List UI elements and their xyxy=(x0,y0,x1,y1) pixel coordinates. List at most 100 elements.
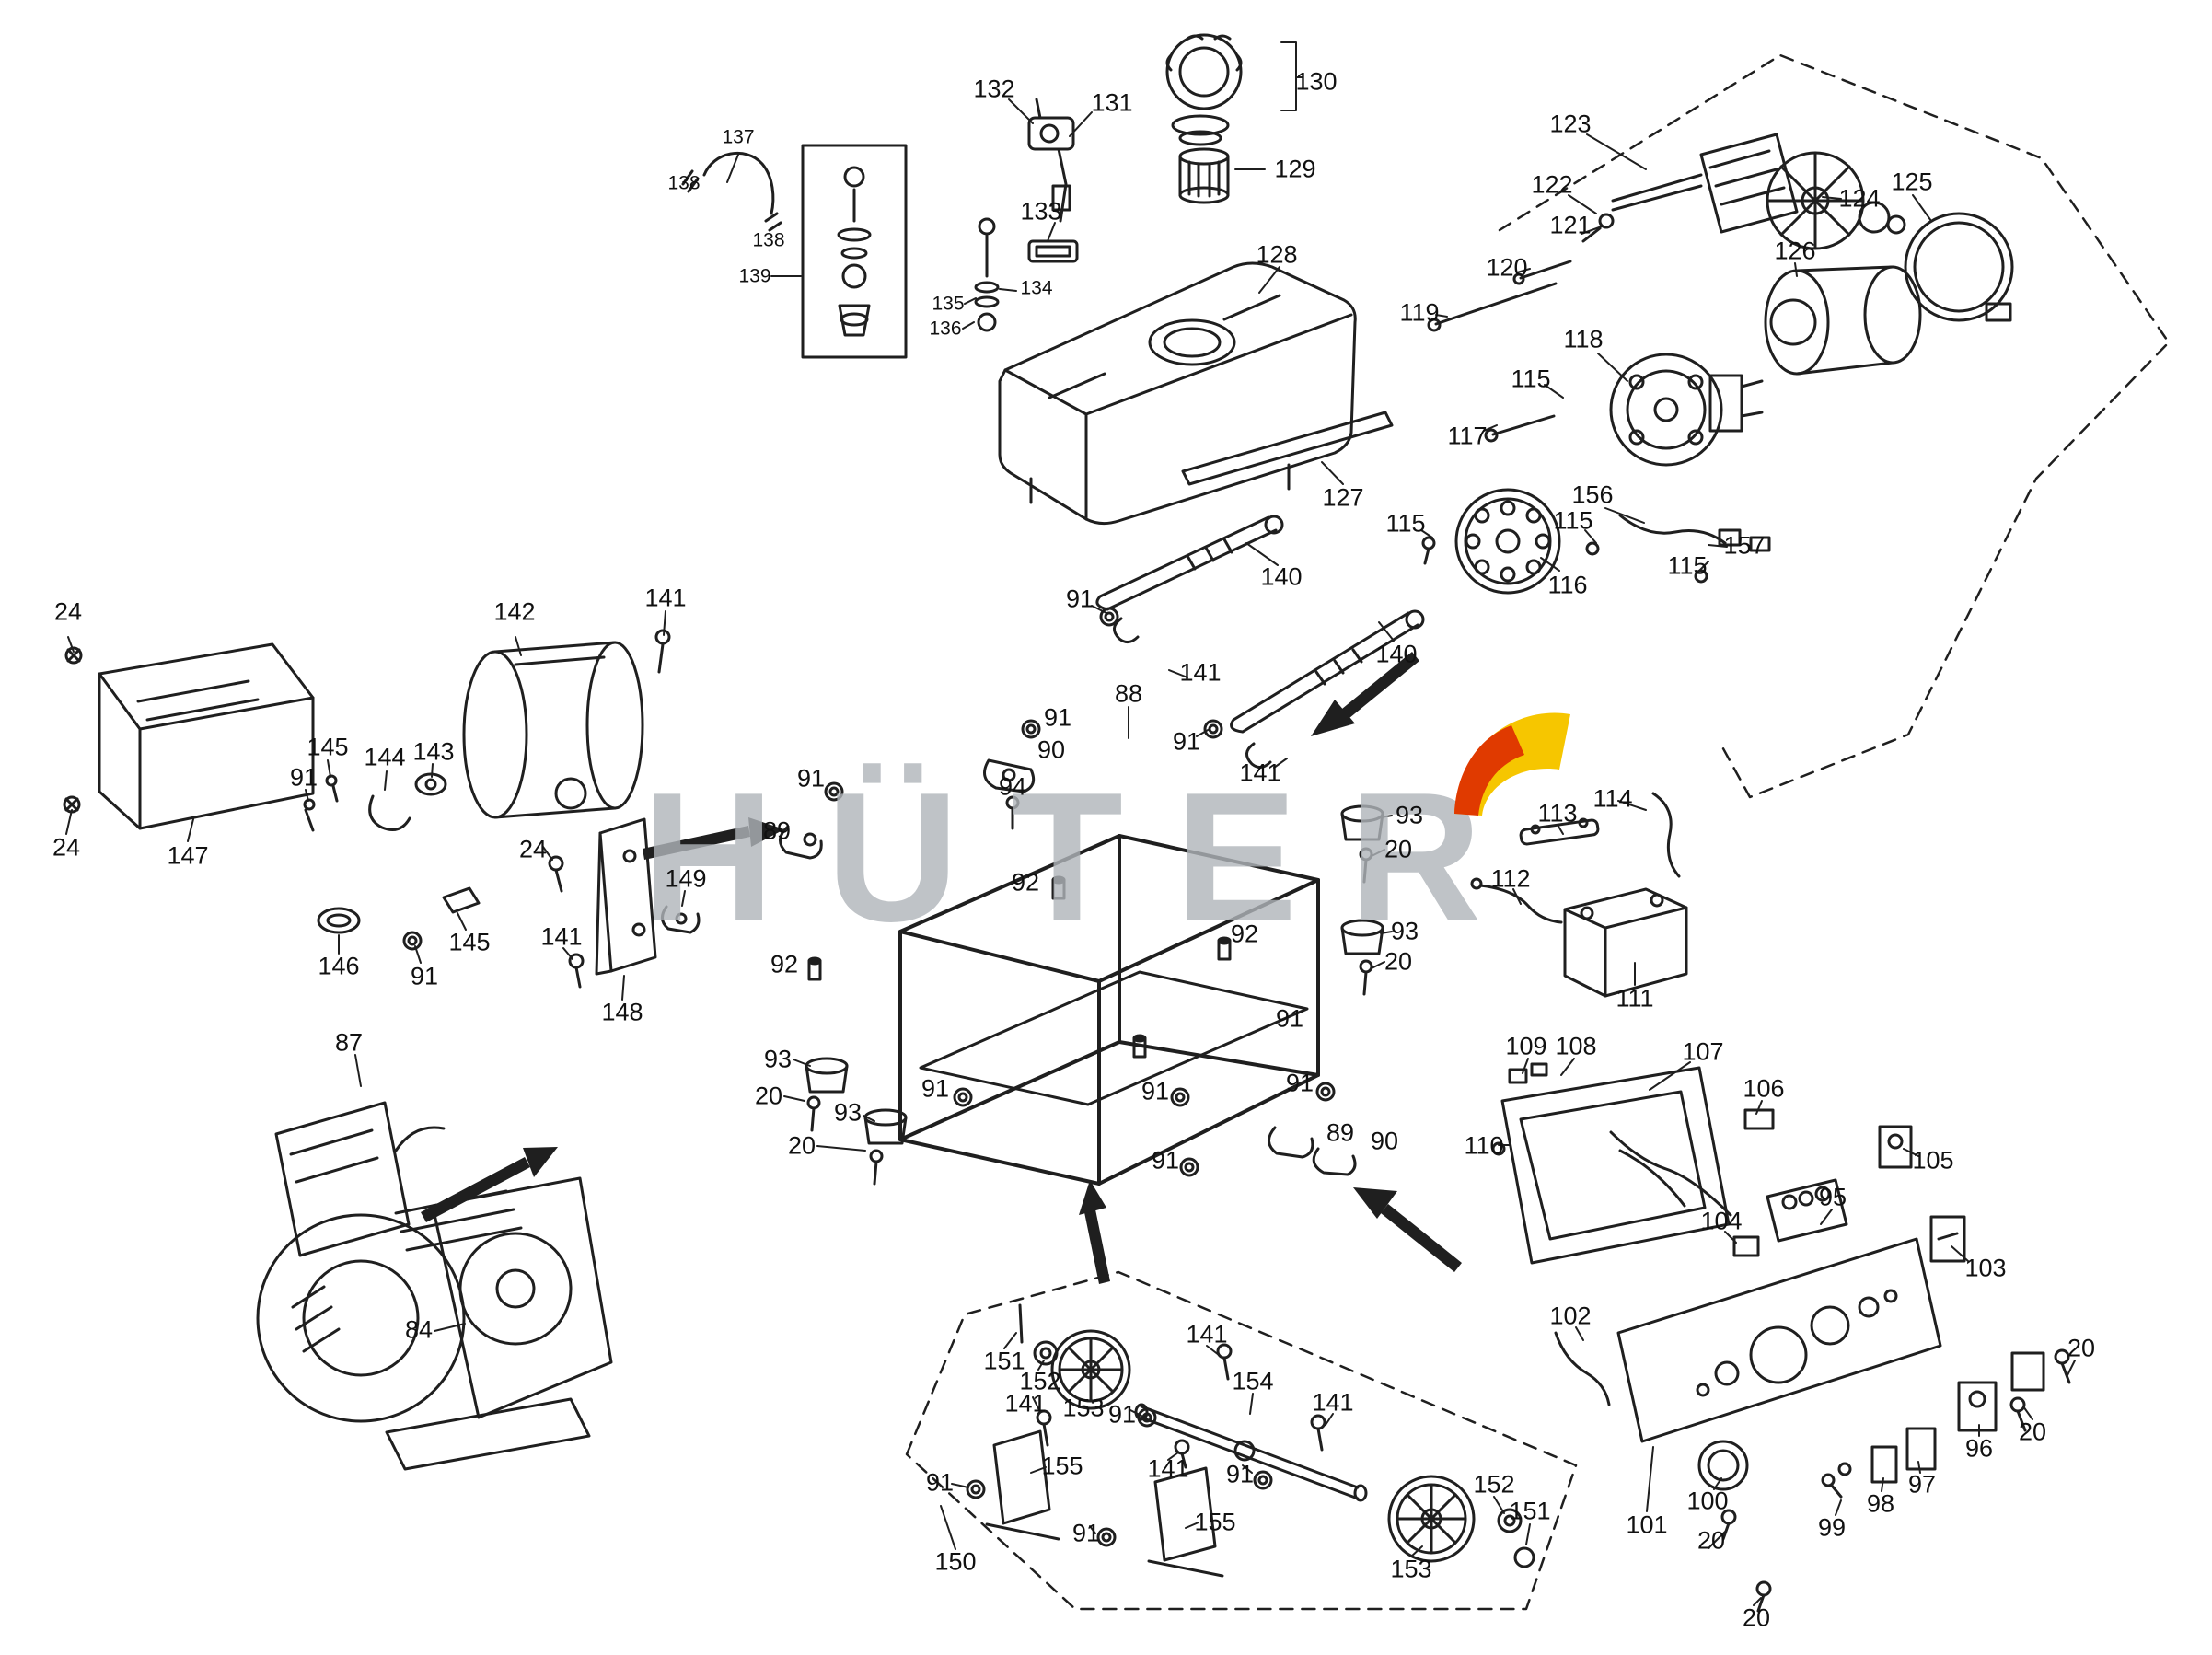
part-label-101: 101 xyxy=(1626,1510,1668,1539)
part-label-126: 126 xyxy=(1774,237,1816,265)
part-label-118: 118 xyxy=(1563,325,1604,353)
part-label-91: 91 xyxy=(796,764,826,793)
part-label-146: 146 xyxy=(318,952,360,980)
part-label-133: 133 xyxy=(1020,197,1062,226)
part-label-120: 120 xyxy=(1486,253,1528,282)
part-label-24: 24 xyxy=(53,597,83,626)
brand-watermark: HÜTER xyxy=(642,755,1534,960)
part-label-115: 115 xyxy=(1511,365,1551,393)
part-label-113: 113 xyxy=(1537,799,1578,828)
part-label-155: 155 xyxy=(1041,1452,1083,1480)
part-label-110: 110 xyxy=(1464,1131,1504,1160)
heat-shield-drawing xyxy=(63,642,564,893)
engine-drawing xyxy=(256,1101,613,1471)
part-label-96: 96 xyxy=(1964,1434,1994,1463)
part-label-91: 91 xyxy=(921,1074,950,1103)
wire-harness-drawing xyxy=(1421,514,1771,584)
part-label-132: 132 xyxy=(973,75,1015,103)
part-label-105: 105 xyxy=(1912,1146,1954,1175)
part-label-138: 138 xyxy=(752,229,785,251)
part-label-140: 140 xyxy=(1260,562,1303,591)
brand-logo xyxy=(1454,712,1570,816)
part-label-149: 149 xyxy=(665,864,707,893)
part-label-93: 93 xyxy=(1390,917,1419,945)
part-label-91: 91 xyxy=(1071,1519,1101,1547)
part-label-91: 91 xyxy=(1172,727,1201,756)
part-label-91: 91 xyxy=(1225,1460,1255,1488)
part-label-20: 20 xyxy=(754,1082,783,1110)
part-label-156: 156 xyxy=(1571,480,1614,509)
part-label-116: 116 xyxy=(1547,571,1588,599)
part-label-20: 20 xyxy=(1384,835,1413,863)
part-label-135: 135 xyxy=(932,293,965,315)
part-label-154: 154 xyxy=(1232,1367,1274,1395)
part-label-128: 128 xyxy=(1256,240,1298,269)
part-label-93: 93 xyxy=(1395,801,1424,829)
part-label-20: 20 xyxy=(1384,947,1413,976)
stator-drawing xyxy=(1764,265,1922,376)
part-label-94: 94 xyxy=(998,772,1027,801)
part-label-152: 152 xyxy=(1473,1470,1515,1499)
part-label-20: 20 xyxy=(2067,1334,2096,1362)
part-label-93: 93 xyxy=(833,1098,863,1127)
part-label-138: 138 xyxy=(667,172,701,194)
part-label-91: 91 xyxy=(1043,703,1072,732)
part-label-106: 106 xyxy=(1743,1074,1785,1103)
part-label-141: 141 xyxy=(1179,658,1222,687)
part-label-142: 142 xyxy=(493,597,536,626)
studs-drawing xyxy=(807,875,1232,1059)
part-label-141: 141 xyxy=(540,922,583,951)
dashed-outline-wheel-kit xyxy=(905,1270,1578,1611)
fuel-line-drawing xyxy=(681,151,782,232)
part-label-24: 24 xyxy=(52,833,81,862)
part-label-136: 136 xyxy=(929,318,962,340)
part-label-107: 107 xyxy=(1682,1037,1724,1066)
part-label-91: 91 xyxy=(289,763,318,792)
part-label-127: 127 xyxy=(1322,483,1364,512)
part-label-145: 145 xyxy=(448,928,491,956)
panel-housing-drawing xyxy=(1491,1062,1731,1265)
part-label-140: 140 xyxy=(1375,640,1418,668)
part-label-98: 98 xyxy=(1866,1489,1895,1518)
part-label-143: 143 xyxy=(412,737,455,766)
part-label-117: 117 xyxy=(1447,422,1488,450)
tank-rail-drawing xyxy=(1181,411,1394,486)
part-label-95: 95 xyxy=(1818,1183,1847,1211)
part-label-91: 91 xyxy=(1141,1077,1170,1105)
part-label-137: 137 xyxy=(722,126,755,148)
part-label-92: 92 xyxy=(770,950,799,978)
part-label-91: 91 xyxy=(1275,1004,1304,1033)
part-label-125: 125 xyxy=(1891,168,1933,196)
part-label-91: 91 xyxy=(1151,1146,1180,1175)
part-label-150: 150 xyxy=(934,1547,977,1576)
part-label-88: 88 xyxy=(1114,679,1143,708)
part-label-20: 20 xyxy=(1697,1526,1726,1555)
dashed-outline-alternator xyxy=(1498,53,2171,799)
part-label-145: 145 xyxy=(307,733,349,761)
panel-harness-drawing xyxy=(1609,1130,1760,1257)
rotor-drawing xyxy=(1581,133,1906,250)
part-label-151: 151 xyxy=(983,1347,1025,1375)
battery-drawing xyxy=(1563,887,1688,998)
part-label-151: 151 xyxy=(1509,1497,1551,1525)
part-label-91: 91 xyxy=(410,962,439,990)
control-panel-drawing xyxy=(1554,1237,2045,1499)
part-label-147: 147 xyxy=(167,841,209,870)
brackets-drawing xyxy=(779,719,1357,1176)
part-label-109: 109 xyxy=(1505,1032,1547,1060)
part-label-91: 91 xyxy=(1285,1069,1314,1097)
part-label-115: 115 xyxy=(1553,506,1593,535)
part-label-121: 121 xyxy=(1549,211,1592,239)
fuel-cap-drawing xyxy=(1165,33,1303,146)
part-label-20: 20 xyxy=(787,1131,816,1160)
part-label-87: 87 xyxy=(334,1028,364,1057)
small-electric-parts-drawing xyxy=(1743,1108,1966,1263)
leader-lines xyxy=(65,98,2076,1606)
part-label-112: 112 xyxy=(1490,864,1531,893)
cooling-fan-drawing xyxy=(1454,488,1561,595)
right-bolts-drawing xyxy=(1720,1348,2071,1613)
direction-arrows xyxy=(421,652,1462,1284)
part-label-153: 153 xyxy=(1062,1394,1105,1422)
